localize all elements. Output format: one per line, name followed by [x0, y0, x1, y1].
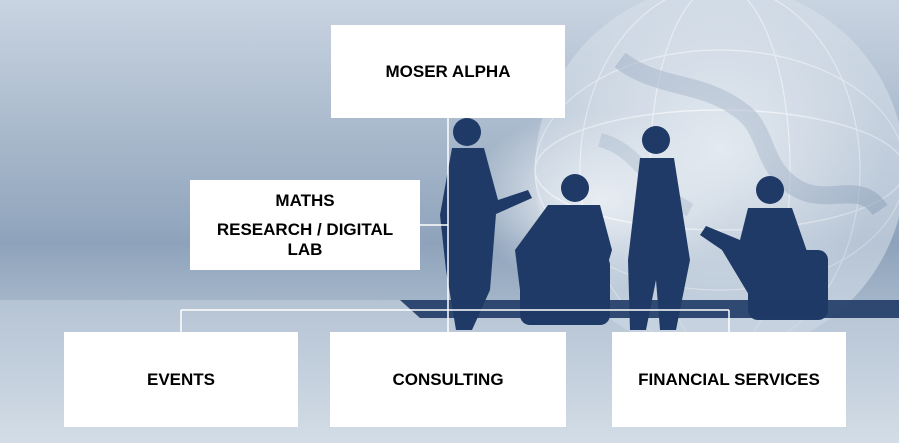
maths-node-line-3: LAB	[287, 239, 323, 259]
events-node-label: EVENTS	[146, 369, 216, 389]
consulting-node-label: CONSULTING	[392, 369, 504, 389]
maths-node-line-2: RESEARCH / DIGITAL	[216, 220, 394, 240]
root-node: MOSER ALPHA	[331, 25, 565, 118]
maths-node-line-1: MATHS	[275, 190, 335, 210]
financial-services-node: FINANCIAL SERVICES	[612, 332, 846, 427]
root-node-label: MOSER ALPHA	[385, 61, 511, 81]
financial-services-node-label: FINANCIAL SERVICES	[638, 369, 820, 389]
maths-research-node: MATHS RESEARCH / DIGITAL LAB	[190, 180, 420, 270]
events-node: EVENTS	[64, 332, 298, 427]
meeting-people-silhouettes	[400, 118, 899, 330]
consulting-node: CONSULTING	[330, 332, 566, 427]
